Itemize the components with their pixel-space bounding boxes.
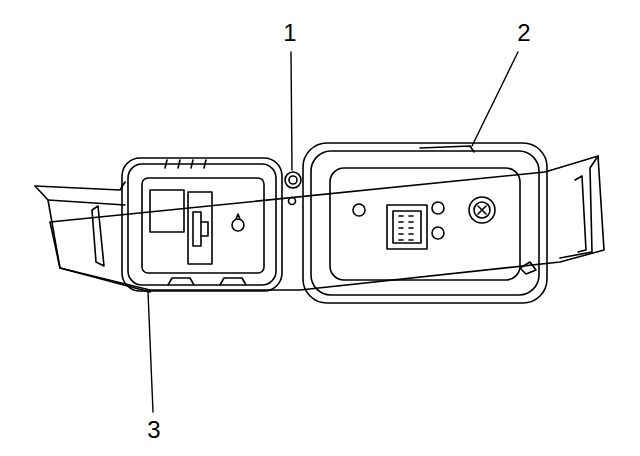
callout-number: 2 (517, 21, 530, 45)
callout-number: 3 (147, 418, 160, 442)
callout-number: 1 (283, 21, 296, 45)
